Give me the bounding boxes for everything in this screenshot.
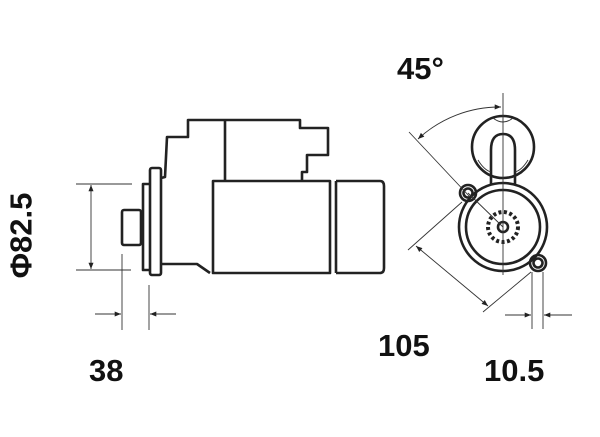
mounting-ear-lower	[528, 253, 548, 273]
diameter-label: Φ82.5	[3, 192, 39, 279]
shaft-stub	[120, 208, 143, 247]
mounting-flange	[148, 166, 163, 277]
nose-housing	[160, 118, 330, 180]
side-view	[76, 118, 386, 330]
motor-body	[211, 179, 332, 275]
front-plate	[141, 182, 150, 272]
end-cap	[336, 179, 386, 275]
mount-distance-dimension-line	[415, 245, 489, 307]
angle-dimension-arc	[417, 104, 502, 140]
flange-offset-label: 38	[89, 353, 124, 388]
ear-offset-label: 10.5	[484, 353, 545, 388]
end-view	[407, 93, 572, 329]
angle-label: 45°	[397, 51, 444, 86]
mount-distance-label: 105	[378, 328, 430, 363]
mounting-ear-upper	[458, 183, 478, 203]
housing-lower-edge	[161, 262, 211, 275]
